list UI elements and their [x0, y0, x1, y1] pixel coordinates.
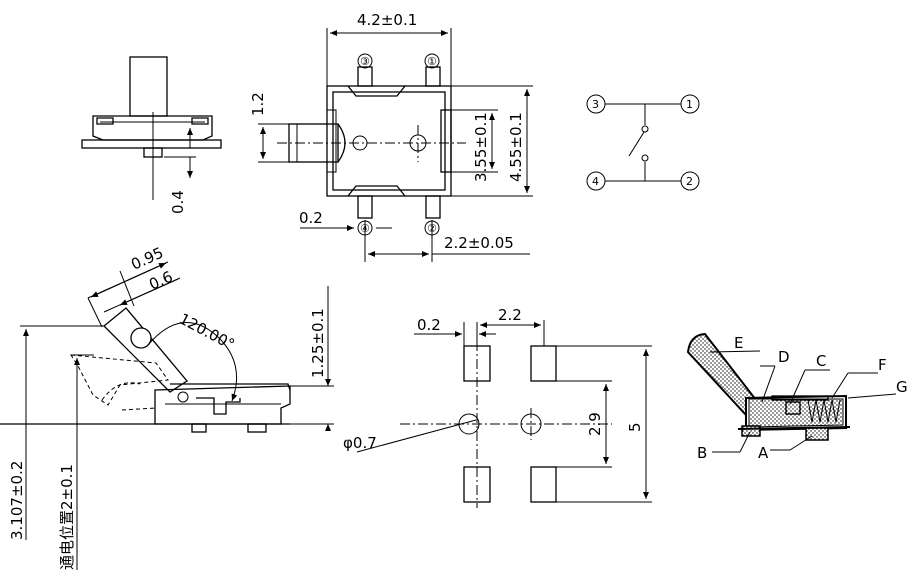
section-label-d: D [778, 348, 790, 366]
side-height-dim: 1.25±0.1 [309, 308, 327, 378]
front-view: 0.4 [81, 56, 222, 214]
front-height-dim: 0.4 [169, 190, 187, 214]
terminal-3: 3 [592, 98, 599, 111]
terminal-1: 1 [686, 98, 693, 111]
dim-095: 0.95 [128, 244, 166, 274]
pin-pitch-dim: 2.2±0.05 [444, 234, 514, 252]
overall-height-dim: 3.107±0.2 [8, 461, 26, 540]
section-label-a: A [758, 444, 769, 462]
top-width-dim: 4.2±0.1 [357, 11, 417, 29]
top-height-inner-dim: 3.55±0.1 [472, 112, 490, 182]
angle-dim: 120.00° [176, 310, 237, 354]
terminal-2: 2 [686, 175, 693, 188]
overall-dim: 5 [626, 422, 644, 432]
pin-width-dim: 0.2 [299, 209, 323, 227]
pin-label-1: ① [427, 55, 437, 68]
hole-dim: φ0.7 [343, 434, 377, 452]
actuator-dim: 1.2 [249, 92, 267, 116]
switch-schematic: 3 1 4 2 [586, 94, 700, 191]
pitch-x-dim: 2.2 [498, 306, 522, 324]
section-label-g: G [896, 378, 908, 396]
pitch-y-dim: 2.9 [586, 412, 604, 436]
pin-label-3: ③ [360, 55, 370, 68]
top-view: 4.2±0.1 ③ ① ④ ② 1.2 [249, 11, 533, 262]
section-view: E D C F G B A [686, 332, 908, 462]
section-label-e: E [734, 334, 743, 352]
terminal-4: 4 [592, 175, 599, 188]
section-label-b: B [697, 444, 707, 462]
side-view: 0.95 0.6 120.00° 1.25±0.1 3.107±0.2 通电位置… [0, 244, 334, 570]
top-height-outer-dim: 4.55±0.1 [507, 112, 525, 182]
section-label-c: C [816, 352, 826, 370]
pad-width-dim: 0.2 [417, 316, 441, 334]
on-position-dim: 通电位置2±0.1 [58, 464, 76, 570]
section-label-f: F [878, 356, 887, 374]
dim-06: 0.6 [146, 268, 175, 294]
pcb-layout: 0.2 2.2 φ0.7 2.9 5 [343, 306, 652, 508]
